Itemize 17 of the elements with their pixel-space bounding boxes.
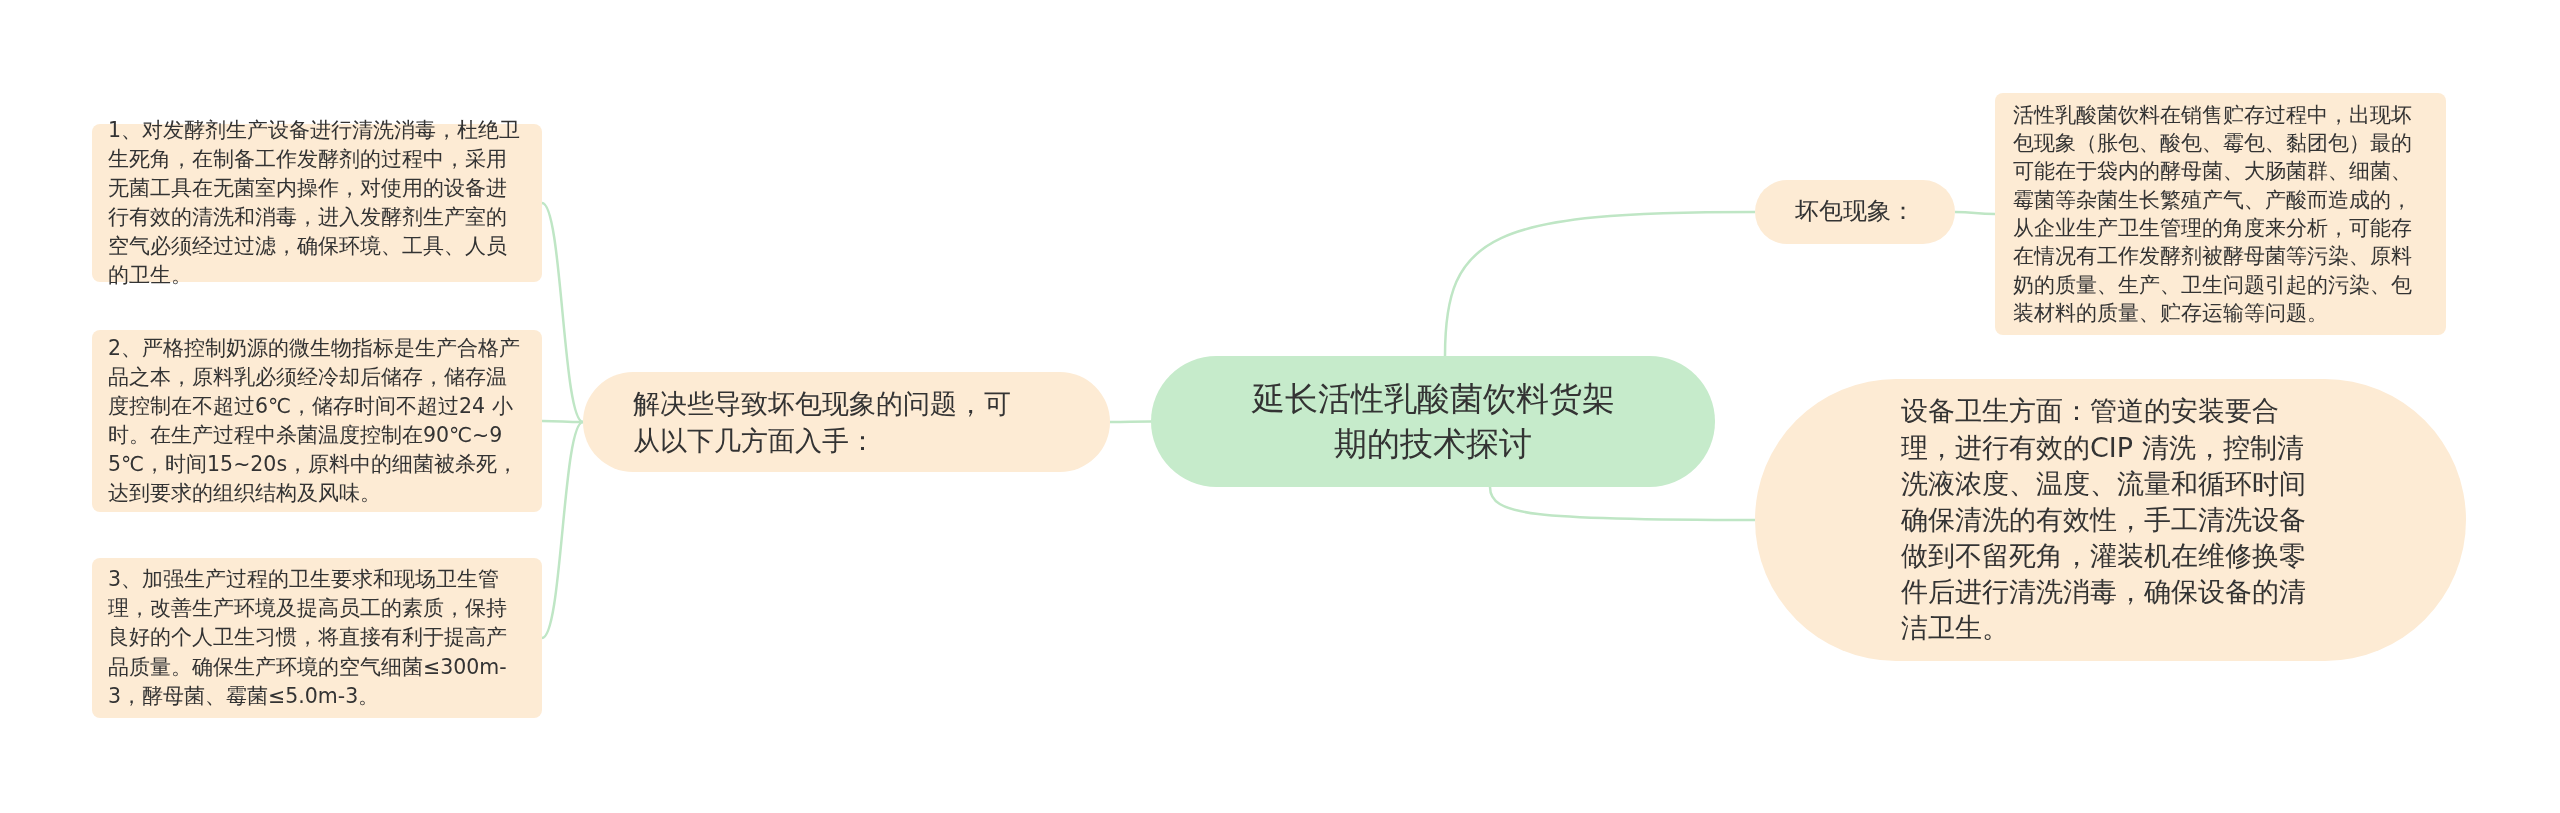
node-text: 延长活性乳酸菌饮料货架期的技术探讨 bbox=[1250, 377, 1616, 465]
node-text: 3、加强生产过程的卫生要求和现场卫生管理，改善生产环境及提高员工的素质，保持良好的个人卫生习惯，将直接有利于提高产品质量。确保生产环境的空气细菌≤300m-3，酵母菌、霉菌≤5.0m-3。 bbox=[108, 566, 508, 710]
node-text: 1、对发酵剂生产设备进行清洗消毒，杜绝卫生死角，在制备工作发酵剂的过程中，采用无菌工具在无菌室内操作，对使用的设备进行有效的清洗和消毒，进入发酵剂生产室的空气必须经过过滤，确保环境、工具、人员的卫生。 bbox=[108, 116, 522, 290]
connector-line bbox=[1955, 210, 1995, 216]
connector-line bbox=[541, 421, 584, 639]
connector-line bbox=[541, 202, 584, 423]
node-text: 坏包现象： bbox=[1794, 196, 1916, 228]
node-text: 解决些导致坏包现象的问题，可从以下几方面入手： bbox=[633, 386, 1012, 458]
node-text: 2、严格控制奶源的微生物指标是生产合格产品之本，原料乳必须经冷却后储存，储存温度控制在不超过6℃，储存时间不超过24 小时。在生产过程中杀菌温度控制在90℃~95℃，时间15~20s，原料中的细菌被杀死，达到要求的组织结构及风味。 bbox=[108, 334, 522, 508]
note-card bbox=[1995, 93, 2446, 335]
note-card bbox=[92, 558, 542, 718]
node-text: 设备卫生方面：管道的安装要合理，进行有效的CIP 清洗，控制清洗液浓度、温度、流量和循环时间确保清洗的有效性，手工清洗设备做到不留死角，灌装机在维修换零件后进行清洗消毒，确保设备的清洁卫生。 bbox=[1901, 394, 2307, 646]
connector-line bbox=[1488, 486, 1755, 522]
connector-line bbox=[542, 419, 583, 424]
node-text: 活性乳酸菌饮料在销售贮存过程中，出现坏包现象（胀包、酸包、霉包、黏团包）最的可能在于袋内的酵母菌、大肠菌群、细菌、霉菌等杂菌生长繁殖产气、产酸而造成的，从企业生产卫生管理的角度来分析，可能存在情况有工作发酵剂被酵母菌等污染、原料奶的质量、生产、卫生问题引起的污染、包装材料的质量、贮存运输等问题。 bbox=[2013, 101, 2413, 327]
connector-line bbox=[1110, 420, 1151, 424]
connector-line bbox=[1443, 210, 1755, 357]
